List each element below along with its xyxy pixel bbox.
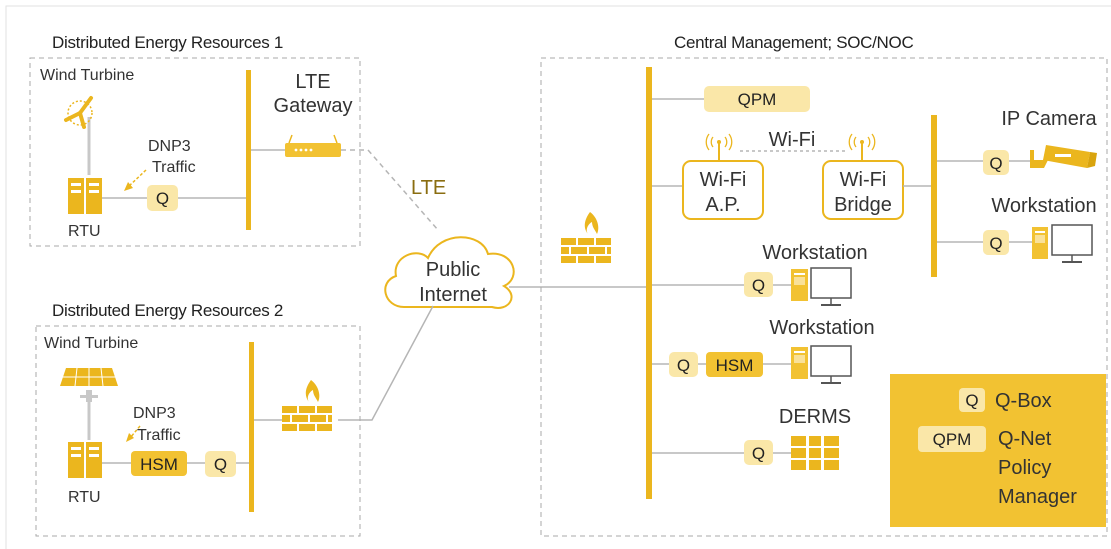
camera-qbox-label: Q (989, 154, 1002, 173)
der2-turbine-label: Wind Turbine (44, 335, 138, 352)
der2-qbox-label: Q (214, 455, 227, 474)
legend-qbox-symbol (959, 388, 985, 412)
wifi-bridge-box (822, 160, 904, 220)
der2-bus (249, 342, 254, 512)
legend-qpm-line1: Q-Net (998, 428, 1052, 450)
workstation-2-label: Workstation (769, 317, 874, 339)
ws2-qbox (669, 352, 698, 377)
der1-qbox-label: Q (156, 189, 169, 208)
ws2-hsm-label: HSM (716, 356, 754, 375)
qpm-box (704, 86, 810, 112)
internet-label-1: Public (426, 259, 480, 281)
central-title: Central Management; SOC/NOC (674, 33, 913, 52)
derms-label: DERMS (779, 406, 851, 428)
der2-boundary (35, 325, 361, 537)
legend-q-symbol: Q (965, 391, 978, 410)
workstation-icon (1032, 224, 1093, 263)
legend-qpm-line3: Manager (998, 486, 1077, 508)
der1-qbox (147, 185, 178, 211)
wifi-antenna-icon (848, 133, 876, 160)
der1-title: Distributed Energy Resources 1 (52, 33, 283, 52)
der2-traffic-label-2: Traffic (137, 427, 181, 444)
legend-qpm-symbol-box (918, 426, 986, 452)
der2-rtu-label: RTU (68, 489, 101, 506)
ws-right-qbox-label: Q (989, 234, 1002, 253)
traffic-arrow-head (124, 182, 133, 191)
lte-link (341, 149, 439, 231)
wifi-link-label: Wi-Fi (769, 129, 816, 151)
traffic-arrow-head (126, 433, 134, 442)
ip-camera-icon (1030, 145, 1097, 168)
firewall-icon (282, 380, 332, 431)
wind-turbine-icon (64, 96, 93, 175)
der1-turbine-label: Wind Turbine (40, 67, 134, 84)
der2-hsm-label: HSM (140, 455, 178, 474)
central-bus (646, 67, 652, 499)
ws2-qbox-label: Q (677, 356, 690, 375)
wifi-antenna-icon (705, 133, 733, 160)
derms-qbox-label: Q (752, 444, 765, 463)
legend-q-text: Q-Box (995, 390, 1052, 412)
wifi-ap-label-2: A.P. (705, 194, 740, 216)
ws2-hsm-box (706, 352, 763, 377)
workstation-icon (791, 267, 852, 306)
der1-rtu-label: RTU (68, 223, 101, 240)
workstation-icon (791, 345, 852, 384)
der1-traffic-label-2: Traffic (152, 159, 196, 176)
solar-panel-icon (60, 367, 118, 440)
der2-traffic-label-1: DNP3 (133, 405, 176, 422)
central-boundary (540, 57, 1108, 537)
lte-label: LTE (411, 177, 446, 199)
der1-bus (246, 70, 251, 230)
wifi-bridge-label-2: Bridge (834, 194, 892, 216)
internet-label-2: Internet (419, 284, 487, 306)
der2-qbox (205, 451, 236, 477)
legend-qpm-line2: Policy (998, 457, 1051, 479)
derms-qbox (744, 440, 773, 465)
cloud-icon (384, 236, 515, 309)
wifi-link-label-bg (764, 128, 820, 150)
der1-boundary (29, 57, 361, 247)
internet-to-der2-link (338, 305, 434, 421)
wifi-bridge-label-1: Wi-Fi (840, 169, 887, 191)
ip-camera-label: IP Camera (1001, 108, 1097, 130)
camera-qbox (983, 150, 1009, 175)
wifi-ap-box (682, 160, 764, 220)
lte-gateway-label-2: Gateway (274, 95, 353, 117)
rtu-icon (68, 178, 102, 214)
right-bus (931, 115, 937, 277)
ws1-qbox (744, 272, 773, 297)
qpm-label: QPM (738, 90, 777, 109)
legend-qpm-symbol: QPM (933, 430, 972, 449)
workstation-1-label: Workstation (762, 242, 867, 264)
rtu-icon (68, 442, 102, 478)
workstation-right-label: Workstation (991, 195, 1096, 217)
lte-gateway-label-1: LTE (295, 71, 330, 93)
ws1-qbox-label: Q (752, 276, 765, 295)
router-icon (285, 134, 341, 157)
traffic-arrow (129, 425, 141, 439)
der2-hsm-box (131, 451, 187, 476)
ws-right-qbox (983, 230, 1009, 255)
wifi-ap-label-1: Wi-Fi (700, 169, 747, 191)
traffic-arrow (127, 169, 147, 188)
der1-traffic-label-1: DNP3 (148, 138, 191, 155)
server-icon (791, 436, 839, 470)
firewall-icon (561, 212, 611, 263)
outer-frame (5, 5, 1111, 549)
der2-title: Distributed Energy Resources 2 (52, 301, 283, 320)
